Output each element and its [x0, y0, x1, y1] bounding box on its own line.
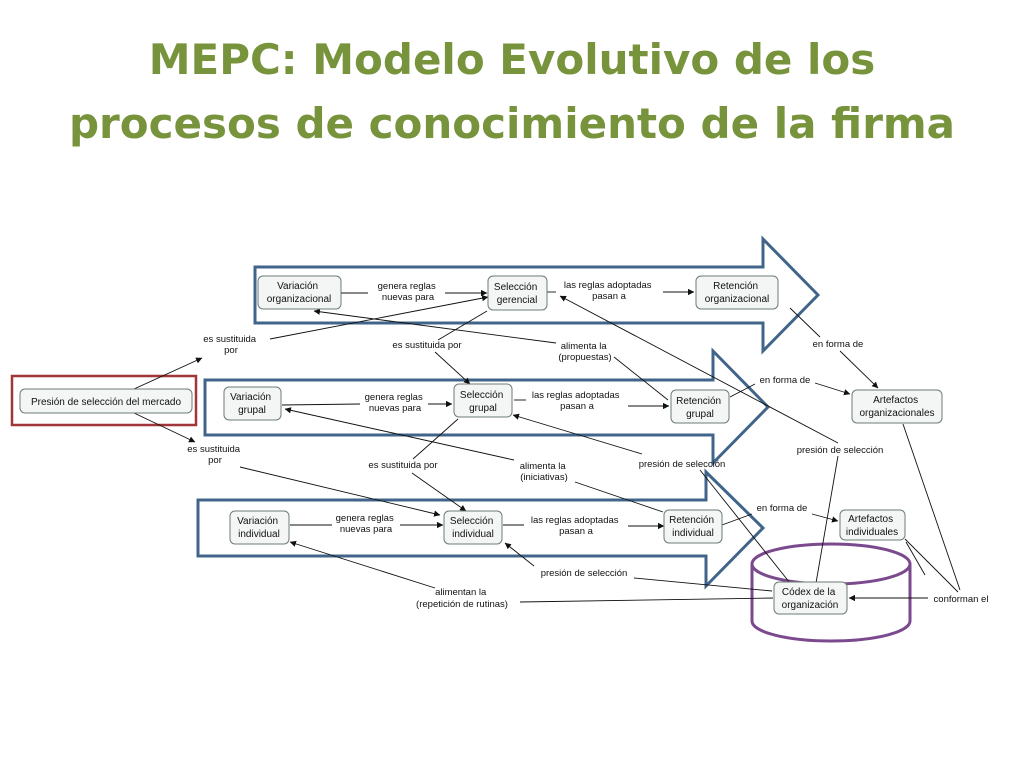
label-presion-seleccion-org: presión de selección — [797, 445, 884, 456]
label-reglas-adoptadas-org: las reglas adoptadas pasan a — [564, 280, 654, 302]
label-presion-seleccion-individual: presión de selección — [541, 568, 628, 579]
svg-text:Variación organizacional: Variación organizacional — [267, 281, 332, 305]
label-en-forma-de-org: en forma de — [813, 339, 864, 350]
market-pressure-frame — [10, 374, 198, 427]
label-reglas-adoptadas-grupal: las reglas adoptadas pasan a — [532, 390, 622, 412]
slide-title: MEPC: Modelo Evolutivo de los procesos d… — [0, 28, 1024, 156]
node-variacion-individual[interactable]: Variación individual — [229, 510, 290, 545]
node-codex-organizacion[interactable]: Códex de la organización — [773, 581, 848, 615]
svg-text:Selección individual: Selección individual — [450, 516, 496, 540]
node-presion-mercado[interactable]: Presión de selección del mercado — [19, 388, 193, 414]
svg-text:Variación grupal: Variación grupal — [230, 392, 274, 416]
level-arrow-group — [203, 347, 771, 467]
node-seleccion-individual[interactable]: Selección individual — [443, 510, 503, 545]
label-es-sustituida-mid2: es sustituida por — [368, 460, 437, 471]
svg-text:Retención individual: Retención individual — [669, 515, 717, 539]
label-reglas-adoptadas-individual: las reglas adoptadas pasan a — [531, 515, 621, 537]
label-conforman-el: conforman el — [934, 594, 989, 605]
label-genera-reglas-org: genera reglas nuevas para — [378, 281, 439, 303]
svg-text:Selección grupal: Selección grupal — [460, 390, 506, 414]
node-retencion-grupal[interactable]: Retención grupal — [670, 389, 730, 424]
svg-text:Códex de la organización: Códex de la organización — [782, 587, 839, 611]
label-alimenta-iniciativas: alimenta la (iniciativas) — [520, 461, 569, 483]
slide-title-line-1: MEPC: Modelo Evolutivo de los — [148, 35, 876, 84]
label-es-sustituida-mid1: es sustituida por — [392, 340, 461, 351]
label-presion-seleccion-grupal: presión de selección — [639, 459, 726, 470]
label-es-sustituida-left2: es sustituida por — [187, 444, 242, 466]
node-artefactos-individuales[interactable]: Artefactos individuales — [839, 509, 906, 541]
edges — [133, 288, 961, 603]
label-en-forma-de-grupal: en forma de — [760, 375, 811, 386]
label-alimenta-propuestas: alimenta la (propuestas) — [558, 341, 611, 363]
level-arrow-individual — [196, 468, 766, 590]
slide-title-line-2: procesos de conocimiento de la firma — [68, 99, 956, 148]
svg-text:Retención organizacional: Retención organizacional — [705, 281, 770, 305]
node-artefactos-organizacionales[interactable]: Artefactos organizacionales — [851, 389, 943, 424]
label-en-forma-de-individual: en forma de — [757, 503, 808, 514]
label-genera-reglas-grupal: genera reglas nuevas para — [365, 392, 426, 414]
svg-text:Variación individual: Variación individual — [237, 516, 281, 540]
node-retencion-individual[interactable]: Retención individual — [663, 509, 723, 544]
label-es-sustituida-top: es sustituida por — [203, 334, 258, 356]
edge-labels: genera reglas nuevas para las reglas ado… — [187, 280, 988, 610]
label-genera-reglas-individual: genera reglas nuevas para — [336, 513, 397, 535]
node-variacion-grupal[interactable]: Variación grupal — [223, 386, 282, 421]
svg-text:Selección gerencial: Selección gerencial — [494, 282, 540, 306]
svg-text:Retención grupal: Retención grupal — [676, 396, 724, 420]
node-seleccion-grupal[interactable]: Selección grupal — [453, 383, 513, 418]
label-alimentan-rutinas: alimentan la (repetición de rutinas) — [416, 587, 508, 610]
node-variacion-organizacional[interactable]: Variación organizacional — [257, 275, 342, 310]
level-arrow-organizational — [253, 235, 821, 355]
svg-text:Presión de selección del merca: Presión de selección del mercado — [31, 397, 182, 408]
svg-text:Artefactos organizaciona: Artefactos organizacionales — [859, 395, 934, 419]
node-retencion-organizacional[interactable]: Retención organizacional — [695, 275, 779, 310]
node-seleccion-gerencial[interactable]: Selección gerencial — [487, 275, 548, 311]
svg-text:Artefactos individuales: Artefactos individuales — [846, 514, 898, 538]
